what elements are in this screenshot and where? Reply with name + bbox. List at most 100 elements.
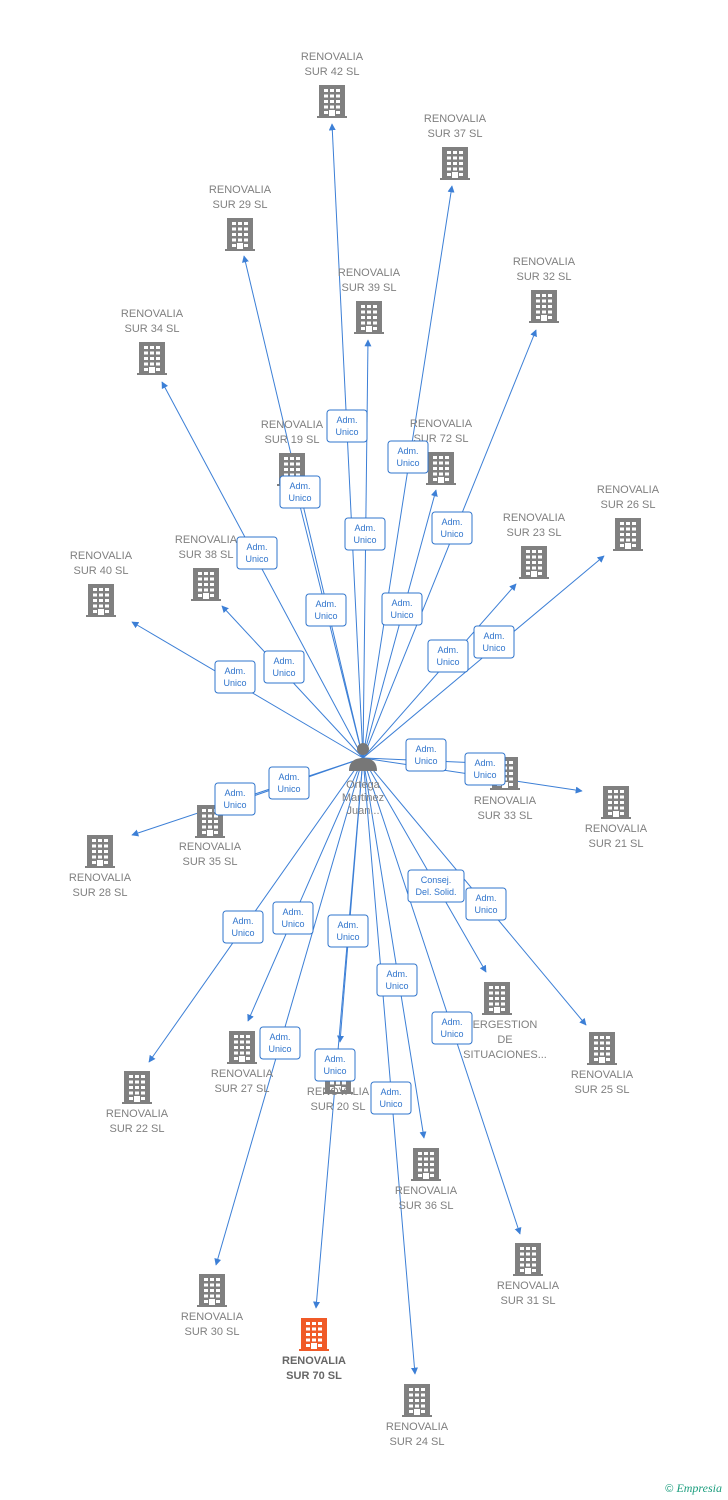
building-icon[interactable] bbox=[482, 982, 512, 1015]
edge-label-sur28[interactable]: Adm.Unico bbox=[214, 782, 256, 816]
building-icon[interactable] bbox=[122, 1071, 152, 1104]
company-label: RENOVALIA bbox=[179, 841, 242, 853]
building-icon[interactable] bbox=[519, 546, 549, 579]
edge-label-box bbox=[407, 869, 465, 903]
edge-label-sur72[interactable]: Adm.Unico bbox=[381, 592, 423, 626]
company-label: SUR 30 SL bbox=[184, 1326, 239, 1338]
building-icon[interactable] bbox=[354, 301, 384, 334]
building-icon[interactable] bbox=[402, 1384, 432, 1417]
edge-label-text: Adm. bbox=[391, 598, 412, 608]
edge-label-sur19[interactable]: Adm.Unico bbox=[305, 593, 347, 627]
edge-label-sur39[interactable]: Adm.Unico bbox=[344, 517, 386, 551]
edge-label-sur20[interactable]: Adm.Unico bbox=[327, 914, 369, 948]
edge-label-text: Adm. bbox=[397, 446, 418, 456]
building-icon[interactable] bbox=[85, 835, 115, 868]
edge-sur36 bbox=[362, 757, 427, 1139]
building-icon[interactable] bbox=[137, 342, 167, 375]
brand-logo[interactable]: Empresia bbox=[676, 1481, 722, 1495]
edge-label-sur27[interactable]: Adm.Unico bbox=[272, 901, 314, 935]
edge-label-sur42[interactable]: Adm.Unico bbox=[326, 409, 368, 443]
edge-label-box bbox=[473, 625, 515, 659]
edge-label-sur40[interactable]: Adm.Unico bbox=[214, 660, 256, 694]
edge-label-text: Adm. bbox=[474, 758, 495, 768]
edge-label-box bbox=[431, 511, 473, 545]
company-label: SUR 27 SL bbox=[214, 1083, 269, 1095]
building-icon[interactable] bbox=[197, 1274, 227, 1307]
edge-label-sur25[interactable]: Adm.Unico bbox=[465, 887, 507, 921]
edge-label-box bbox=[381, 592, 423, 626]
edge-label-text: Unico bbox=[440, 529, 463, 539]
building-icon[interactable] bbox=[227, 1031, 257, 1064]
person-label: Ortega bbox=[346, 779, 381, 791]
company-node-sur38[interactable]: RENOVALIA SUR 38 SL bbox=[175, 534, 238, 601]
edge-label-sur24[interactable]: Adm.Unico bbox=[370, 1081, 412, 1115]
edge-label-text: Unico bbox=[277, 784, 300, 794]
company-label: SUR 36 SL bbox=[398, 1200, 453, 1212]
edge-label-sur38[interactable]: Adm.Unico bbox=[263, 650, 305, 684]
company-label: RENOVALIA bbox=[175, 534, 238, 546]
edge-label-sur29[interactable]: Adm.Unico bbox=[279, 475, 321, 509]
edge-label-sur34[interactable]: Adm.Unico bbox=[236, 536, 278, 570]
company-label: RENOVALIA bbox=[585, 823, 648, 835]
edge-label-sur37[interactable]: Adm. Unico bbox=[387, 440, 429, 474]
building-icon[interactable] bbox=[411, 1148, 441, 1181]
edge-label-sur32[interactable]: Adm.Unico bbox=[431, 511, 473, 545]
edge-label-box bbox=[272, 901, 314, 935]
company-label: SUR 31 SL bbox=[500, 1295, 555, 1307]
building-icon[interactable] bbox=[426, 452, 456, 485]
edge-label-sur70[interactable]: Adm.Unico bbox=[314, 1048, 356, 1082]
company-label: SUR 19 SL bbox=[264, 434, 319, 446]
building-icon[interactable] bbox=[601, 786, 631, 819]
edge-label-sur33[interactable]: Adm.Unico bbox=[405, 738, 447, 772]
edge-label-sur23[interactable]: Adm.Unico bbox=[427, 639, 469, 673]
building-icon[interactable] bbox=[440, 147, 470, 180]
building-icon[interactable] bbox=[86, 584, 116, 617]
edge-label-sur30[interactable]: Adm.Unico bbox=[259, 1026, 301, 1060]
company-node-ergestion[interactable]: ERGESTIONDESITUACIONES... bbox=[463, 982, 547, 1061]
building-icon[interactable] bbox=[513, 1243, 543, 1276]
company-label: SUR 38 SL bbox=[178, 549, 233, 561]
company-label: ERGESTION bbox=[473, 1019, 538, 1031]
person-node[interactable]: OrtegaMartinezJuan... bbox=[342, 743, 384, 817]
building-icon[interactable] bbox=[225, 218, 255, 251]
edge-label-sur22[interactable]: Adm.Unico bbox=[222, 910, 264, 944]
edge-label-sur35[interactable]: Adm.Unico bbox=[268, 766, 310, 800]
edge-label-sur26[interactable]: Adm.Unico bbox=[473, 625, 515, 659]
company-label: RENOVALIA bbox=[307, 1086, 370, 1098]
edge-label-text: Unico bbox=[396, 458, 419, 468]
building-icon[interactable] bbox=[529, 290, 559, 323]
edge-sur31 bbox=[362, 757, 522, 1235]
edge-label-sur36[interactable]: Adm.Unico bbox=[376, 963, 418, 997]
building-icon[interactable] bbox=[613, 518, 643, 551]
building-icon[interactable] bbox=[317, 85, 347, 118]
company-label: SUR 42 SL bbox=[304, 66, 359, 78]
building-icon[interactable] bbox=[299, 1318, 329, 1351]
edge-label-sur21[interactable]: Adm.Unico bbox=[464, 752, 506, 786]
building-icon[interactable] bbox=[587, 1032, 617, 1065]
edge-label-text: Unico bbox=[436, 657, 459, 667]
edge-label-sur31[interactable]: Adm.Unico bbox=[431, 1011, 473, 1045]
edge-label-text: Unico bbox=[474, 905, 497, 915]
edge-label-ergestion[interactable]: Consej.Del. Solid. bbox=[407, 869, 465, 903]
building-icon[interactable] bbox=[191, 568, 221, 601]
